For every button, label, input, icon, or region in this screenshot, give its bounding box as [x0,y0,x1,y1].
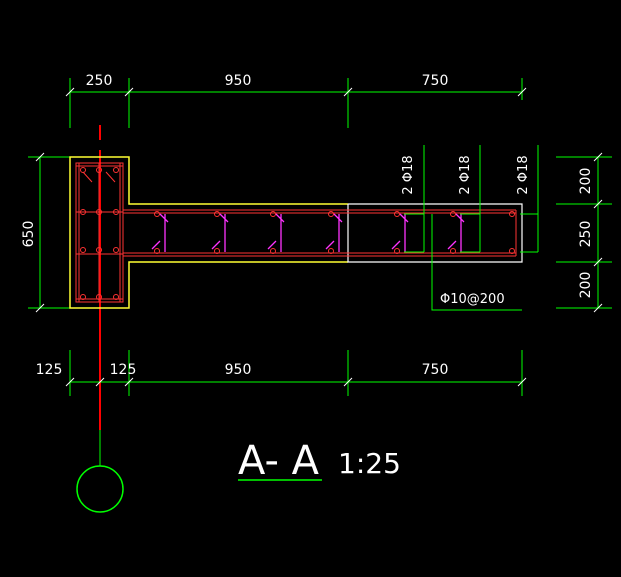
dim-top-750: 750 [422,73,449,89]
dim-top-950: 950 [225,73,252,89]
left-dimension-line [28,152,70,313]
dim-bottom-125-right: 125 [110,362,137,378]
axis-bubble [76,465,124,513]
scale-text: 1:25 [338,447,401,480]
rebar-dots [80,167,515,300]
rebar-label-1: 2 Φ18 [401,155,416,194]
dim-right-200-top: 200 [578,168,594,195]
rebar-label-2: 2 Φ18 [458,155,473,194]
stirrup-ties [151,213,465,252]
section-outline-yellow [69,156,348,309]
stirrup-label: Φ10@200 [440,292,505,307]
dim-left-650: 650 [21,221,37,248]
dim-top-250: 250 [86,73,113,89]
section-title: A- A [238,438,320,484]
dim-right-200-bottom: 200 [578,272,594,299]
section-outline-white [347,203,523,263]
column-rebar-cage [75,162,124,303]
dim-right-250: 250 [578,221,594,248]
top-dimension-line [65,78,527,128]
dim-bottom-950: 950 [225,362,252,378]
dim-bottom-750: 750 [422,362,449,378]
rebar-leaders [404,145,539,311]
right-dimension-line [556,152,612,313]
wall-rebar [123,209,517,257]
bottom-dimension-line [65,350,527,396]
rebar-label-3: 2 Φ18 [516,155,531,194]
dim-bottom-125-left: 125 [36,362,63,378]
